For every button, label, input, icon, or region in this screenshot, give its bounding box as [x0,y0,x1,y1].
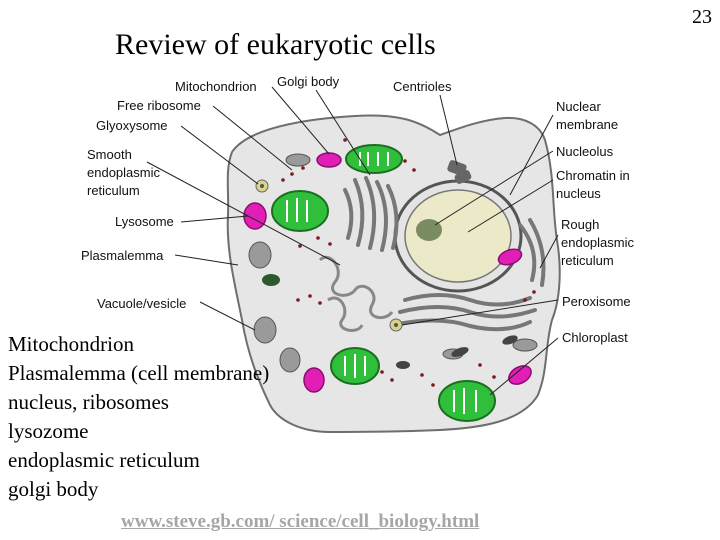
label-rough-er-3: reticulum [561,253,614,268]
list-item: lysozome [8,419,89,443]
chloroplast-1 [345,144,403,174]
list-item: golgi body [8,477,99,501]
peroxisome [389,318,403,332]
label-chloroplast: Chloroplast [562,330,628,345]
label-rough-er-1: Rough [561,217,599,232]
rough-endoplasmic-reticulum [396,218,546,332]
list-item: Mitochondrion [8,332,134,356]
label-chromatin-2: nucleus [556,186,601,201]
golgi-body [343,176,399,252]
chloroplast-2 [271,190,329,232]
label-smooth-er-2: endoplasmic [87,165,160,180]
label-free-ribosome: Free ribosome [117,98,201,113]
label-nucleolus: Nucleolus [556,144,614,159]
nucleus [393,179,523,293]
glyoxysome [255,179,269,193]
label-smooth-er-3: reticulum [87,183,140,198]
label-centrioles: Centrioles [393,79,452,94]
label-golgi-body: Golgi body [277,74,340,89]
list-item: endoplasmic reticulum [8,448,200,472]
label-vacuole: Vacuole/vesicle [97,296,186,311]
chloroplast-4 [438,380,496,422]
chloroplast-3 [330,347,380,385]
source-link[interactable]: www.steve.gb.com/ science/cell_biology.h… [121,511,480,532]
plasmalemma-vesicle [262,274,280,286]
list-item: Plasmalemma (cell membrane) [8,361,270,385]
label-rough-er-2: endoplasmic [561,235,634,250]
organelle-list: Mitochondrion Plasmalemma (cell membrane… [8,330,269,504]
mitochondria [243,152,532,393]
label-nuclear-membrane-1: Nuclear [556,99,601,114]
label-plasmalemma: Plasmalemma [81,248,164,263]
label-peroxisome: Peroxisome [562,294,631,309]
label-glyoxysome: Glyoxysome [96,118,168,133]
dark-vesicles [396,335,518,369]
label-chromatin-1: Chromatin in [556,168,630,183]
centrioles [447,160,472,184]
label-nuclear-membrane-2: membrane [556,117,618,132]
page-number: 23 [692,6,712,28]
nucleolus [416,219,442,241]
label-smooth-er-1: Smooth [87,147,132,162]
label-mitochondrion: Mitochondrion [175,79,257,94]
label-lysosome: Lysosome [115,214,174,229]
leader-lines [146,86,559,396]
slide-title: Review of eukaryotic cells [115,28,436,61]
list-item: nucleus, ribosomes [8,390,169,414]
smooth-endoplasmic-reticulum [318,256,394,332]
free-ribosomes [281,138,536,387]
